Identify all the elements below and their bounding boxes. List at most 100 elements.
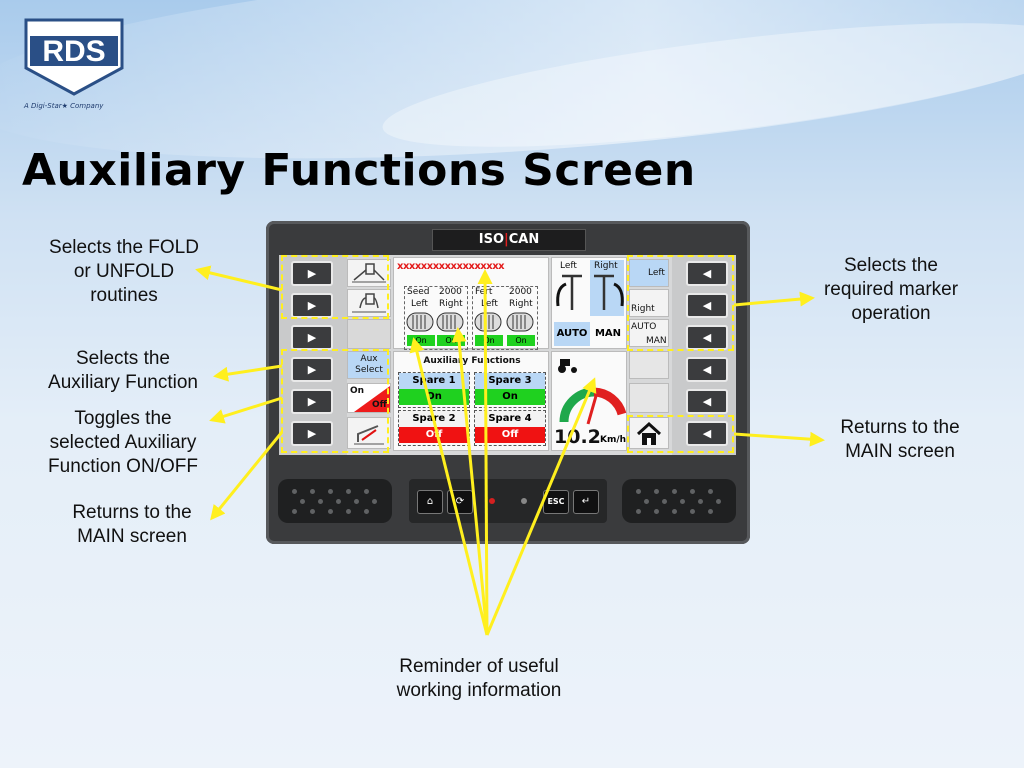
marker-lift-key[interactable]	[347, 417, 391, 449]
annotation-marker: Selects the required marker operation	[823, 255, 959, 324]
speed-value: 10.2	[554, 426, 601, 448]
hw-home-button[interactable]: ⌂	[417, 490, 443, 514]
marker-auto-label[interactable]: AUTO	[554, 322, 590, 346]
annotation-toggle: Toggles the selected Auxiliary Function …	[48, 408, 198, 477]
spare-1-state: On	[399, 389, 469, 405]
speed-panel: 10.2 Km/h	[551, 351, 627, 451]
terminal-screen: ▶ ▶ ▶ ▶ ▶ ▶ ◀ ◀ ◀ ◀ ◀ ◀ Au	[279, 255, 736, 455]
aux-functions-panel: Auxiliary Functions Spare 1 On Spare 3 O…	[393, 351, 549, 451]
seed-hopper-icon	[406, 312, 464, 332]
spare-2-state: Off	[399, 427, 469, 443]
annotation-fold: Selects the FOLD or UNFOLD routines	[49, 237, 199, 306]
marker-man-label[interactable]: MAN	[594, 328, 622, 339]
speed-gauge-icon	[559, 387, 627, 425]
status-led-red	[489, 498, 495, 504]
slide-title: Auxiliary Functions Screen	[22, 145, 696, 196]
seed-left-label: Left	[411, 299, 428, 309]
spare-2-label: Spare 2	[399, 411, 469, 427]
rds-logo: RDS	[24, 18, 124, 96]
spare-4-label: Spare 4	[475, 411, 545, 427]
marker-left-key[interactable]: Left	[629, 259, 669, 287]
marker-right-key[interactable]: Right	[629, 289, 669, 317]
seed-left-on: On	[407, 335, 435, 346]
unfold-key[interactable]	[347, 259, 391, 287]
softkey-left-6[interactable]: ▶	[291, 421, 333, 446]
fert-label: Fert	[475, 287, 493, 297]
speed-unit: Km/h	[600, 435, 627, 445]
spare-1-button[interactable]: Spare 1 On	[398, 372, 470, 408]
speaker-grille-left	[278, 479, 392, 523]
annotation-main-left: Returns to the MAIN screen	[72, 502, 192, 547]
aux-select-line2: Select	[355, 365, 383, 375]
spare-1-label: Spare 1	[399, 373, 469, 389]
empty-key	[347, 319, 391, 349]
home-key[interactable]	[629, 417, 669, 449]
highlight-home-key	[627, 415, 734, 453]
marker-auto-man-key[interactable]: AUTO MAN	[629, 319, 669, 347]
logo-tagline: A Digi-Star★ Company	[24, 102, 104, 110]
aux-select-key[interactable]: Aux Select	[347, 351, 391, 379]
hw-enter-button[interactable]: ↵	[573, 490, 599, 514]
marker-right-label: Right	[594, 261, 618, 271]
hardware-keypad: ⌂ ⟳ ESC ↵	[409, 479, 607, 523]
marker-man-key-label: MAN	[646, 336, 667, 346]
marker-right-key-label: Right	[631, 304, 655, 314]
fert-hopper-icon	[474, 312, 534, 332]
on-off-toggle-key[interactable]: On Off	[347, 383, 391, 413]
hw-refresh-button[interactable]: ⟳	[447, 490, 473, 514]
fert-left-label: Left	[481, 299, 498, 309]
tractor-icon	[558, 359, 577, 373]
sections-indicator: xxxxxxxxxxxxxxxxxx	[397, 261, 505, 272]
annotation-aux-select: Selects the Auxiliary Function	[48, 348, 198, 393]
softkey-left-1[interactable]: ▶	[291, 261, 333, 286]
toggle-off-label: Off	[372, 400, 387, 410]
empty-key	[629, 351, 669, 379]
hardware-panel: ⌂ ⟳ ESC ↵	[266, 471, 750, 531]
terminal-device: ISO|CAN ▶ ▶ ▶ ▶ ▶ ▶ ◀ ◀ ◀ ◀ ◀ ◀	[266, 221, 750, 544]
marker-lift-icon	[354, 425, 384, 445]
fert-value: 2000	[509, 287, 532, 297]
spare-3-label: Spare 3	[475, 373, 545, 389]
fold-key[interactable]	[347, 289, 391, 317]
spare-4-button[interactable]: Spare 4 Off	[474, 410, 546, 446]
status-led-grey	[521, 498, 527, 504]
speaker-grille-right	[622, 479, 736, 523]
softkey-left-5[interactable]: ▶	[291, 389, 333, 414]
fert-left-on: On	[475, 335, 503, 346]
seeding-status-panel: xxxxxxxxxxxxxxxxxx Seed 2000 Left Right …	[393, 257, 549, 350]
highlight-aux-keys	[281, 349, 389, 453]
logo-text: RDS	[42, 35, 105, 68]
seed-value: 2000	[439, 287, 462, 297]
isocan-logo: ISO|CAN	[432, 229, 586, 251]
marker-left-key-label: Left	[648, 268, 665, 278]
empty-key	[629, 383, 669, 413]
highlight-marker-keys	[627, 255, 734, 351]
toggle-on-label: On	[350, 386, 365, 396]
annotation-main-right: Returns to the MAIN screen	[840, 417, 960, 462]
fold-icon	[352, 293, 386, 313]
marker-left-label: Left	[560, 261, 577, 271]
softkey-right-5[interactable]: ◀	[686, 389, 728, 414]
spare-4-state: Off	[475, 427, 545, 443]
home-icon	[636, 421, 662, 445]
marker-auto-key-label: AUTO	[631, 322, 657, 332]
softkey-right-1[interactable]: ◀	[686, 261, 728, 286]
seed-label: Seed	[407, 287, 430, 297]
marker-arms-icon	[556, 274, 624, 310]
unfold-icon	[352, 263, 386, 283]
fert-right-label: Right	[509, 299, 533, 309]
aux-select-line1: Aux	[360, 354, 378, 364]
seed-right-label: Right	[439, 299, 463, 309]
spare-3-button[interactable]: Spare 3 On	[474, 372, 546, 408]
softkey-right-2[interactable]: ◀	[686, 293, 728, 318]
hw-esc-button[interactable]: ESC	[543, 490, 569, 514]
softkey-right-4[interactable]: ◀	[686, 357, 728, 382]
softkey-left-3[interactable]: ▶	[291, 325, 333, 350]
highlight-fold-keys	[281, 255, 389, 319]
on-off-icon	[354, 386, 390, 412]
annotation-reminder: Reminder of useful working information	[396, 656, 562, 701]
spare-2-button[interactable]: Spare 2 Off	[398, 410, 470, 446]
softkey-left-4[interactable]: ▶	[291, 357, 333, 382]
softkey-right-6[interactable]: ◀	[686, 421, 728, 446]
fert-right-on: On	[507, 335, 535, 346]
